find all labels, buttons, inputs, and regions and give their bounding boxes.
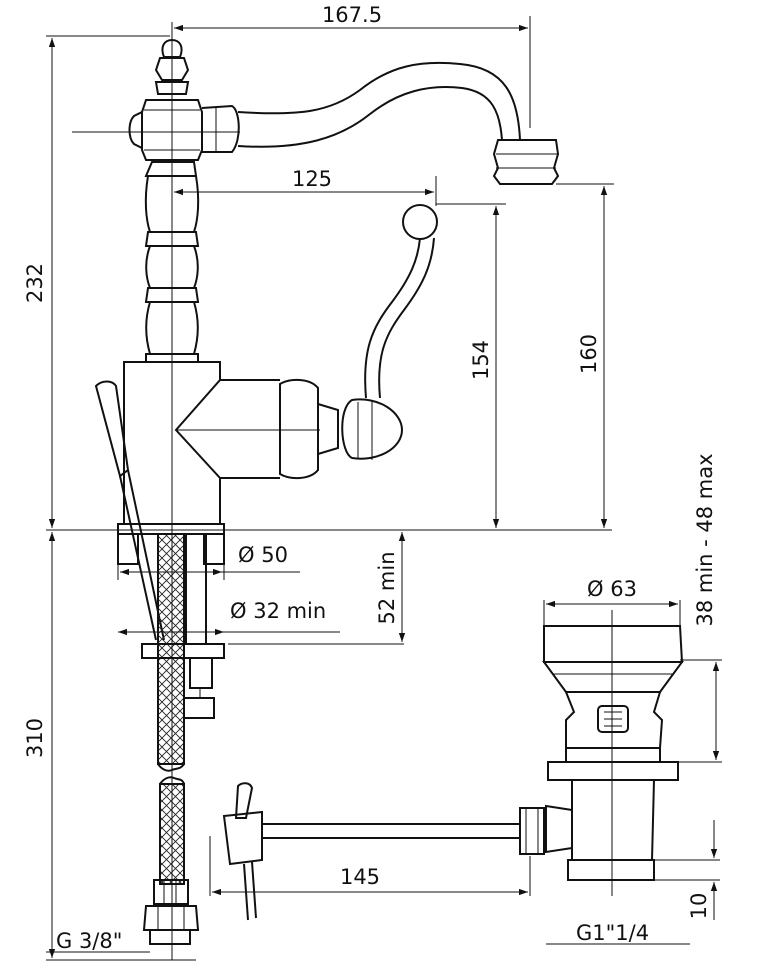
faucet-body [94,38,560,945]
waste-diameter-label: Ø 63 [587,577,637,601]
thread-length-label: 10 [687,893,711,920]
spout-reach-label: 167.5 [322,3,382,27]
waste-range-label: 38 min - 48 max [693,453,717,626]
dimension-labels: 167.5 125 232 154 160 310 Ø 50 Ø 32 min … [23,3,717,953]
deck-thickness-label: 52 min [375,552,399,625]
hose-length-label: 310 [23,718,47,758]
lever-reach-label: 125 [292,167,332,191]
lever-height-label: 154 [469,340,493,380]
hose-connection-label: G 3/8" [56,929,122,953]
waste-thread-label: G1"1/4 [576,921,649,945]
rod-length-label: 145 [340,865,380,889]
pop-up-waste [222,625,684,921]
dimension-lines [46,24,720,958]
construction-lines [46,16,722,961]
hole-diameter-label: Ø 32 min [230,599,326,623]
base-diameter-label: Ø 50 [238,543,288,567]
spout-height-label: 160 [577,334,601,374]
total-height-label: 232 [23,263,47,303]
